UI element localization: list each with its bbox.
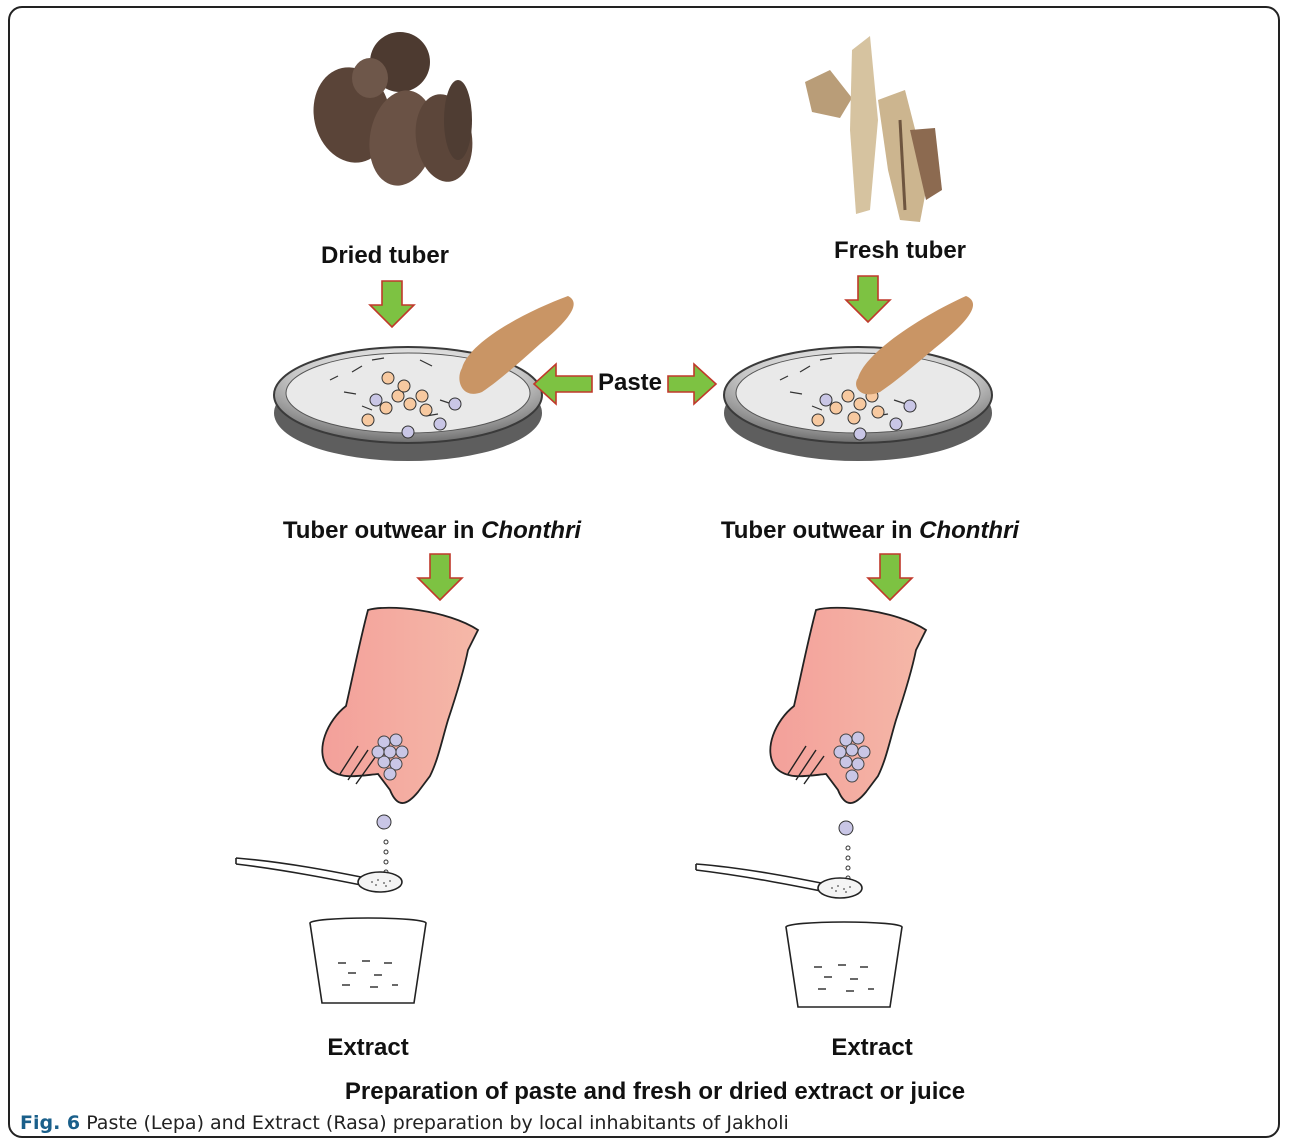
glass-extract-left bbox=[310, 918, 426, 1003]
outwear-label-left: Tuber outwear in Chonthri bbox=[283, 517, 583, 544]
arrow-left-to-hand bbox=[418, 554, 462, 600]
juice-drops-left bbox=[377, 815, 391, 874]
glass-extract-right bbox=[786, 922, 902, 1007]
hand-squeezing-left bbox=[322, 608, 478, 803]
mortar-pestle-left bbox=[274, 296, 574, 461]
arrow-right-to-hand bbox=[868, 554, 912, 600]
mortar-pestle-right bbox=[724, 296, 992, 461]
figure-caption: Fig. 6 Paste (Lepa) and Extract (Rasa) p… bbox=[20, 1112, 789, 1134]
dried-tuber-label: Dried tuber bbox=[321, 242, 449, 269]
figure-number: Fig. 6 bbox=[20, 1112, 80, 1134]
diagram-title: Preparation of paste and fresh or dried … bbox=[345, 1078, 965, 1105]
arrow-fresh-to-mortar bbox=[846, 276, 890, 322]
spoon-right bbox=[696, 864, 862, 898]
fresh-tuber-label: Fresh tuber bbox=[834, 237, 966, 264]
spoon-left bbox=[236, 858, 402, 892]
extract-label-right: Extract bbox=[831, 1034, 912, 1061]
fresh-tuber-image bbox=[805, 36, 942, 222]
caption-text: Paste (Lepa) and Extract (Rasa) preparat… bbox=[80, 1112, 789, 1134]
dried-tuber-image bbox=[305, 32, 478, 191]
paste-label: Paste bbox=[598, 369, 662, 396]
outwear-label-right: Tuber outwear in Chonthri bbox=[721, 517, 1021, 544]
extract-label-left: Extract bbox=[327, 1034, 408, 1061]
juice-drops-right bbox=[839, 821, 853, 880]
arrow-dried-to-mortar bbox=[370, 281, 414, 327]
